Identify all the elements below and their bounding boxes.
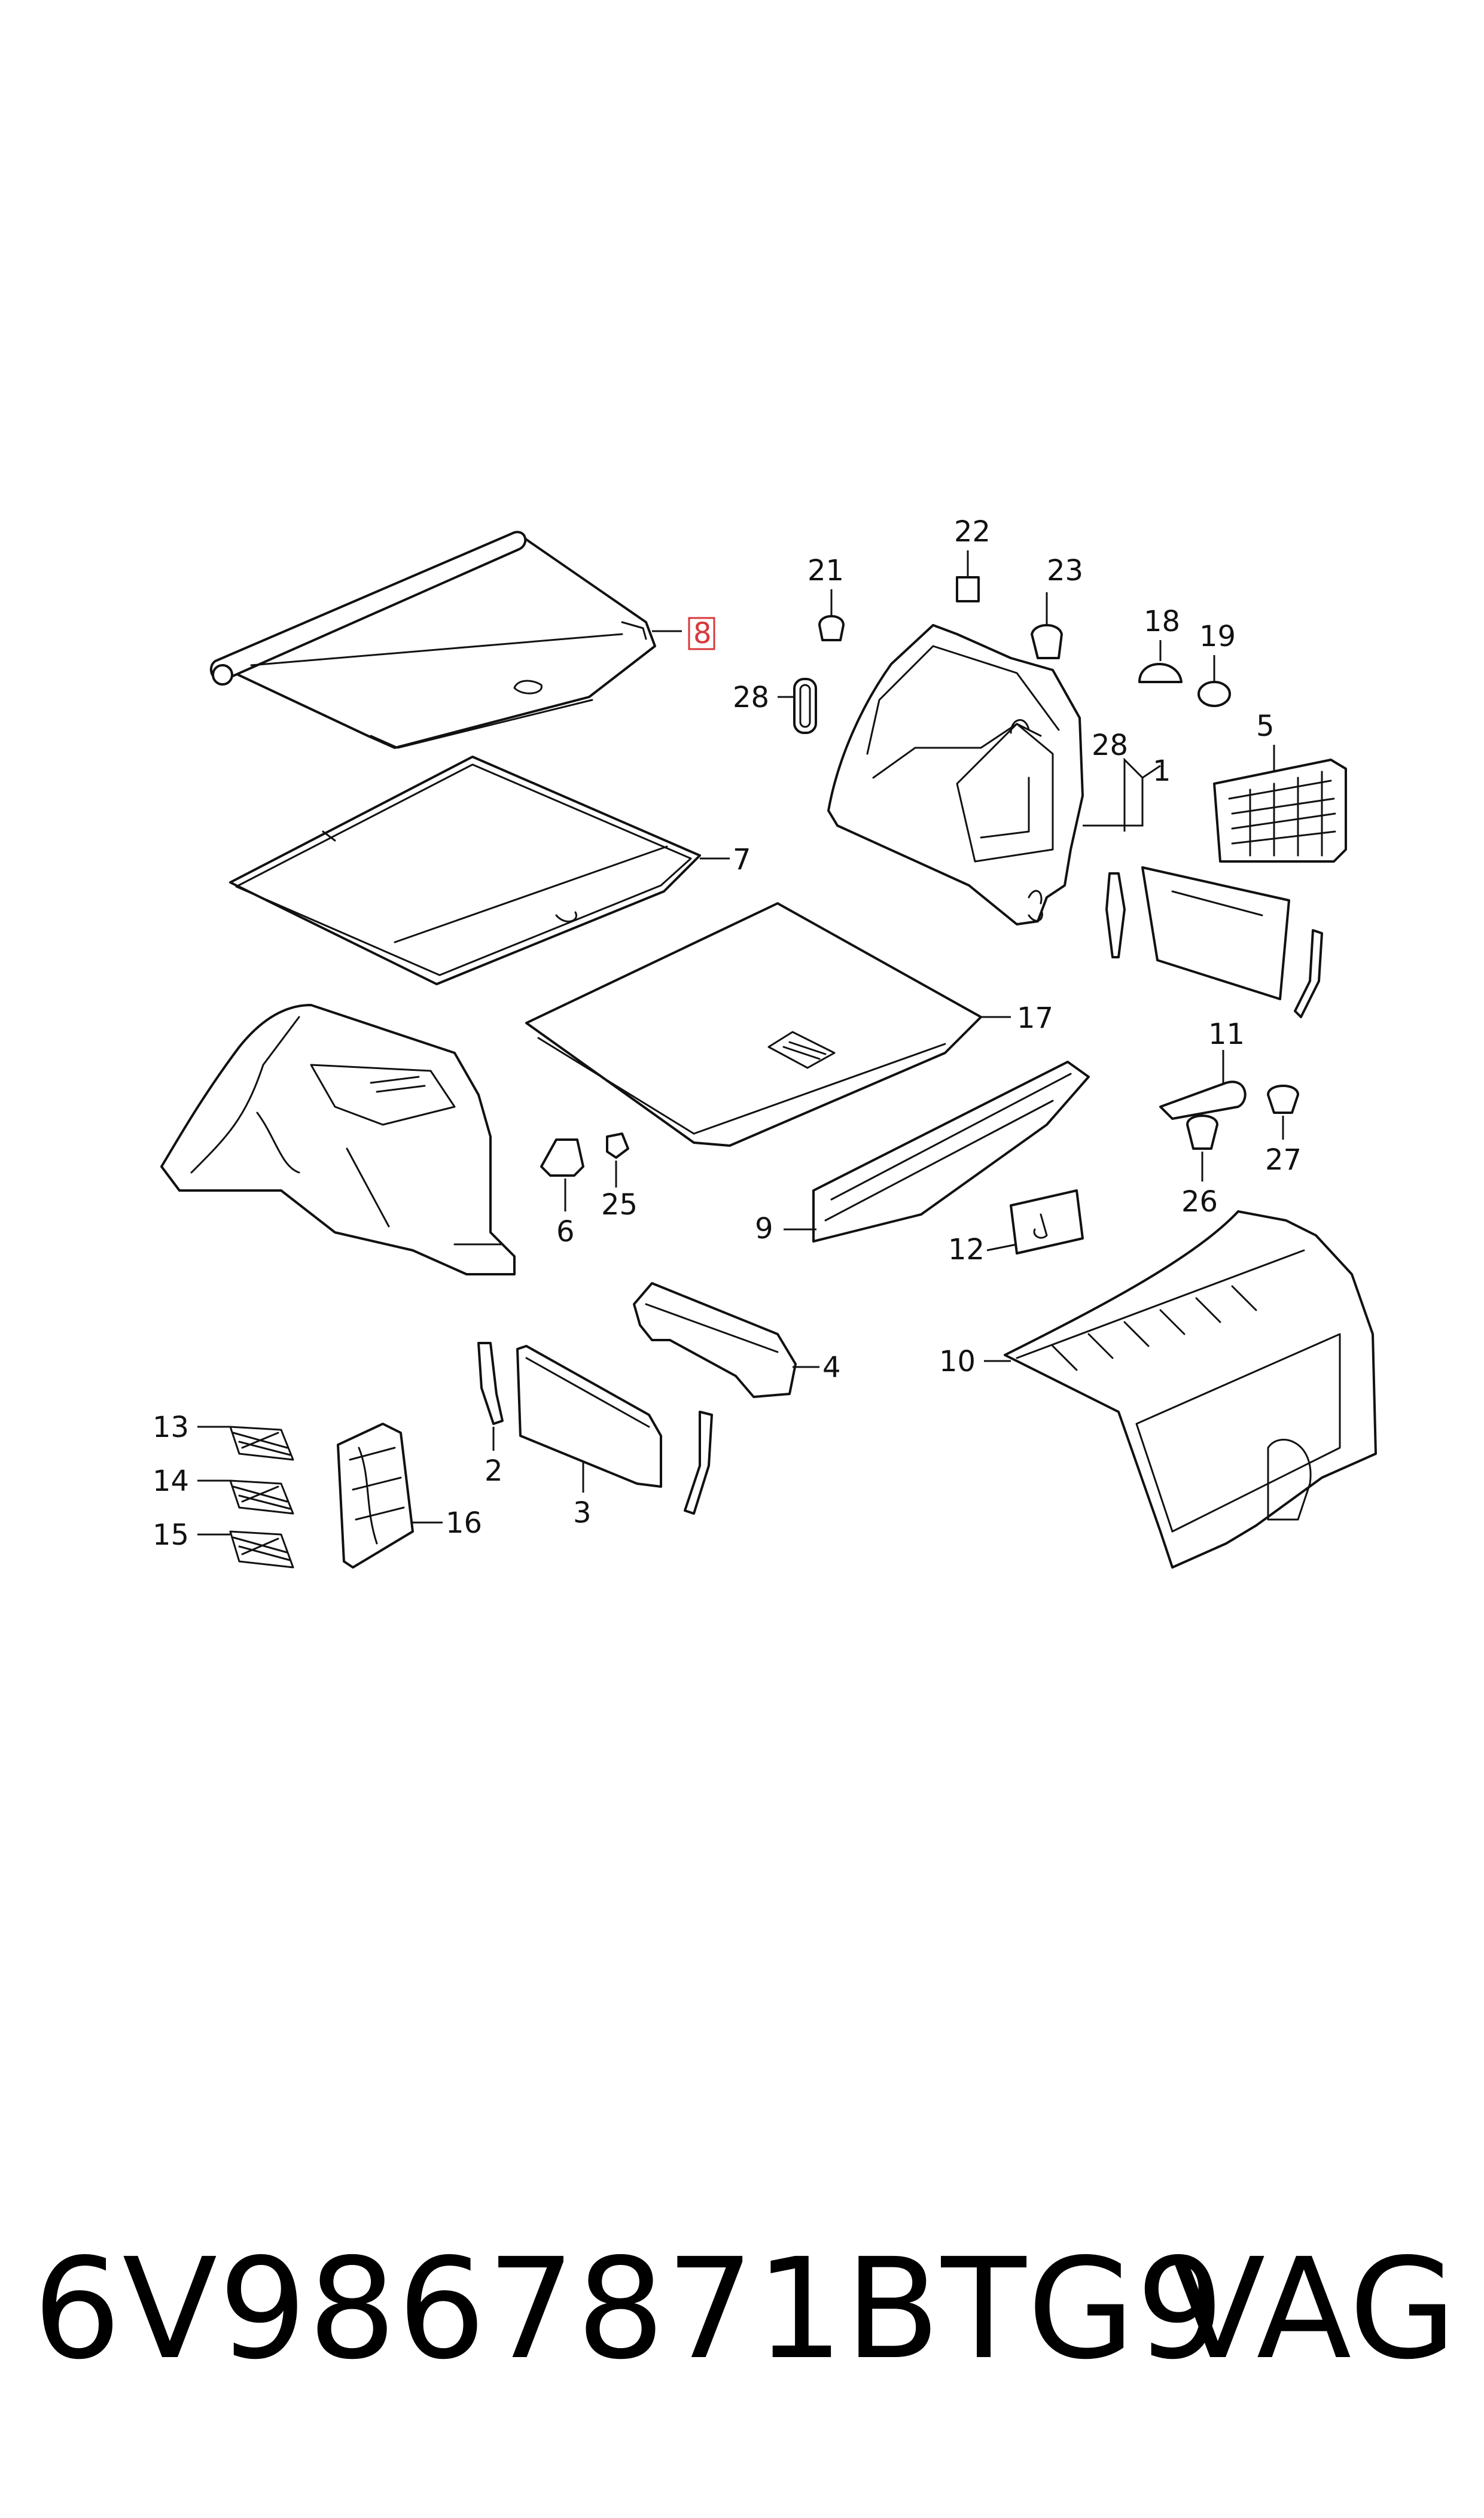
- part-number: 6V9867871BTG9: [33, 2228, 1226, 2390]
- callout-16[interactable]: 16: [446, 1506, 482, 1540]
- tailgate-trim[interactable]: [1004, 1210, 1377, 1569]
- plug-19[interactable]: [1197, 681, 1231, 707]
- side-trim-4[interactable]: [633, 1282, 797, 1398]
- callout-21[interactable]: 21: [807, 554, 844, 587]
- trim-panel-3[interactable]: [516, 1345, 662, 1488]
- screw-23[interactable]: [1031, 624, 1063, 659]
- clip-25[interactable]: [606, 1132, 629, 1159]
- callout-12[interactable]: 12: [948, 1233, 985, 1266]
- callout-26[interactable]: 26: [1181, 1185, 1218, 1219]
- callout-10[interactable]: 10: [939, 1345, 976, 1378]
- callout-28a[interactable]: 28: [733, 681, 769, 714]
- side-trim-panel-left[interactable]: [160, 1004, 516, 1275]
- callout-28b[interactable]: 28: [1092, 729, 1128, 762]
- callout-1[interactable]: 1: [1153, 754, 1171, 788]
- clip-21[interactable]: [818, 615, 845, 641]
- callout-13[interactable]: 13: [153, 1411, 189, 1444]
- net-bag-16[interactable]: [337, 1423, 414, 1569]
- leader-line-1: [1083, 765, 1161, 827]
- bracket-6[interactable]: [540, 1138, 584, 1177]
- bolt-26[interactable]: [1186, 1115, 1218, 1150]
- callout-25[interactable]: 25: [601, 1188, 638, 1222]
- floor-covering[interactable]: [229, 756, 701, 985]
- cross-panel-trim[interactable]: [812, 1061, 1090, 1243]
- callout-8[interactable]: 8: [693, 617, 712, 650]
- ventilation-grille[interactable]: [1213, 759, 1347, 863]
- luggage-cover-roller[interactable]: [209, 531, 656, 749]
- callout-27[interactable]: 27: [1265, 1143, 1302, 1177]
- trim-strip-right-upper[interactable]: [1105, 872, 1126, 958]
- leader-line-12: [986, 1243, 1017, 1252]
- callout-19[interactable]: 19: [1199, 620, 1236, 653]
- luggage-net-13[interactable]: [229, 1426, 294, 1461]
- callout-11[interactable]: 11: [1208, 1018, 1245, 1051]
- callout-6[interactable]: 6: [556, 1215, 575, 1249]
- grommet-28[interactable]: [793, 678, 817, 734]
- cover-cap-12[interactable]: [1010, 1189, 1084, 1255]
- trim-strip-right-edge[interactable]: [1294, 929, 1323, 1018]
- callout-3[interactable]: 3: [573, 1496, 592, 1530]
- callout-17[interactable]: 17: [1017, 1001, 1053, 1035]
- callout-15[interactable]: 15: [153, 1518, 189, 1552]
- callout-18[interactable]: 18: [1144, 605, 1180, 638]
- leader-line-28b: [1123, 757, 1144, 832]
- loading-floor[interactable]: [525, 902, 982, 1147]
- brand-name: VAG: [1170, 2228, 1456, 2390]
- hook-11[interactable]: [1159, 1080, 1247, 1120]
- callout-22[interactable]: 22: [954, 515, 991, 549]
- callout-23[interactable]: 23: [1047, 554, 1083, 587]
- callout-9[interactable]: 9: [755, 1212, 773, 1246]
- callout-14[interactable]: 14: [153, 1464, 189, 1498]
- highlight-box-8: [688, 617, 715, 650]
- callout-2[interactable]: 2: [484, 1454, 503, 1488]
- luggage-net-14[interactable]: [229, 1479, 294, 1515]
- luggage-net-15[interactable]: [229, 1530, 294, 1569]
- nut-27[interactable]: [1267, 1085, 1299, 1114]
- trim-panel-right-lower[interactable]: [1141, 866, 1290, 1000]
- cap-18[interactable]: [1138, 663, 1183, 683]
- side-trim-panel-right[interactable]: [827, 624, 1084, 925]
- callout-7[interactable]: 7: [733, 843, 751, 876]
- trim-strip-center[interactable]: [684, 1411, 713, 1515]
- callout-4[interactable]: 4: [822, 1351, 841, 1384]
- callout-5[interactable]: 5: [1256, 710, 1275, 743]
- trim-strip-2[interactable]: [477, 1342, 504, 1425]
- nut-22[interactable]: [956, 576, 980, 602]
- part-caption: 6V9867871BTG9 VAG: [33, 2225, 1456, 2393]
